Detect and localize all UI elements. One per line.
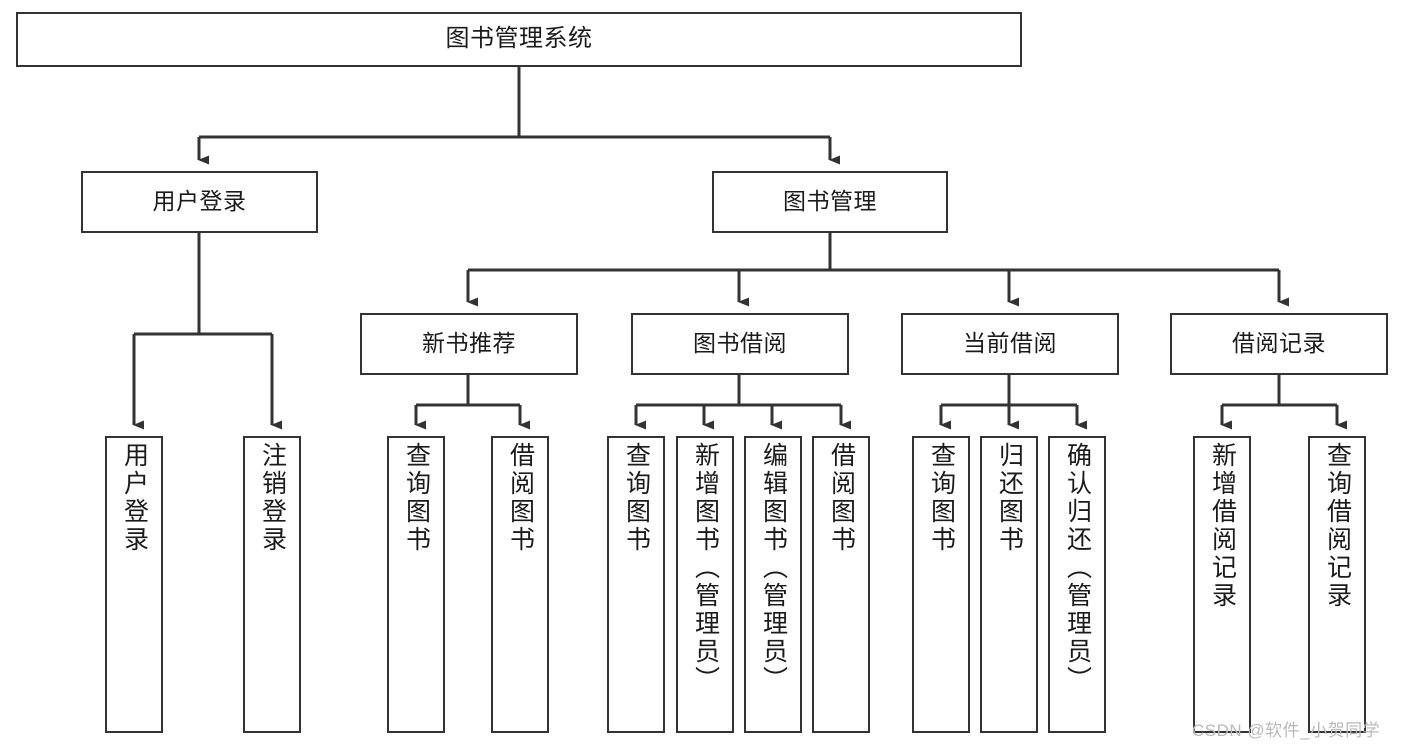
node-leaf-edit-book-label: 编辑图书（管理员） <box>759 442 788 694</box>
node-root-label: 图书管理系统 <box>445 25 593 53</box>
node-book-management-label: 图书管理 <box>783 188 877 215</box>
node-leaf-return-book[interactable]: 归还图书 <box>980 436 1038 733</box>
node-leaf-return-book-label: 归还图书 <box>995 442 1024 554</box>
node-leaf-add-record[interactable]: 新增借阅记录 <box>1193 436 1251 733</box>
node-leaf-borrow-book-2[interactable]: 借阅图书 <box>812 436 870 733</box>
node-borrow-record-label: 借阅记录 <box>1232 330 1326 357</box>
node-book-borrow[interactable]: 图书借阅 <box>631 313 849 375</box>
node-current-borrow[interactable]: 当前借阅 <box>901 313 1119 375</box>
csdn-watermark: CSDN @软件_小贺同学 <box>1192 721 1381 740</box>
node-leaf-query-book-1[interactable]: 查询图书 <box>387 436 445 733</box>
node-new-book-recommend[interactable]: 新书推荐 <box>360 313 578 375</box>
node-leaf-add-book[interactable]: 新增图书（管理员） <box>676 436 734 733</box>
node-leaf-query-record-label: 查询借阅记录 <box>1323 442 1352 610</box>
node-leaf-borrow-book-2-label: 借阅图书 <box>827 442 856 554</box>
node-leaf-query-book-2-label: 查询图书 <box>622 442 651 554</box>
node-leaf-logout-login[interactable]: 注销登录 <box>243 436 301 733</box>
node-leaf-user-login[interactable]: 用户登录 <box>105 436 163 733</box>
node-leaf-confirm-return[interactable]: 确认归还（管理员） <box>1048 436 1106 733</box>
node-leaf-add-book-label: 新增图书（管理员） <box>691 442 720 694</box>
node-borrow-record[interactable]: 借阅记录 <box>1170 313 1388 375</box>
node-leaf-query-book-2[interactable]: 查询图书 <box>607 436 665 733</box>
node-leaf-add-record-label: 新增借阅记录 <box>1208 442 1237 610</box>
node-leaf-edit-book[interactable]: 编辑图书（管理员） <box>744 436 802 733</box>
node-new-book-recommend-label: 新书推荐 <box>422 330 516 357</box>
node-root[interactable]: 图书管理系统 <box>16 12 1022 67</box>
node-book-borrow-label: 图书借阅 <box>693 330 787 357</box>
node-book-management[interactable]: 图书管理 <box>712 171 948 233</box>
node-leaf-borrow-book-1[interactable]: 借阅图书 <box>491 436 549 733</box>
node-leaf-borrow-book-1-label: 借阅图书 <box>506 442 535 554</box>
node-leaf-query-record[interactable]: 查询借阅记录 <box>1308 436 1366 733</box>
node-user-login-label: 用户登录 <box>152 188 247 215</box>
node-leaf-query-book-3[interactable]: 查询图书 <box>912 436 970 733</box>
node-current-borrow-label: 当前借阅 <box>963 330 1057 357</box>
node-leaf-confirm-return-label: 确认归还（管理员） <box>1063 442 1092 694</box>
node-leaf-logout-login-label: 注销登录 <box>258 442 287 554</box>
node-leaf-query-book-3-label: 查询图书 <box>927 442 956 554</box>
node-leaf-user-login-label: 用户登录 <box>120 442 149 554</box>
node-leaf-query-book-1-label: 查询图书 <box>402 442 431 554</box>
node-user-login[interactable]: 用户登录 <box>81 171 318 233</box>
